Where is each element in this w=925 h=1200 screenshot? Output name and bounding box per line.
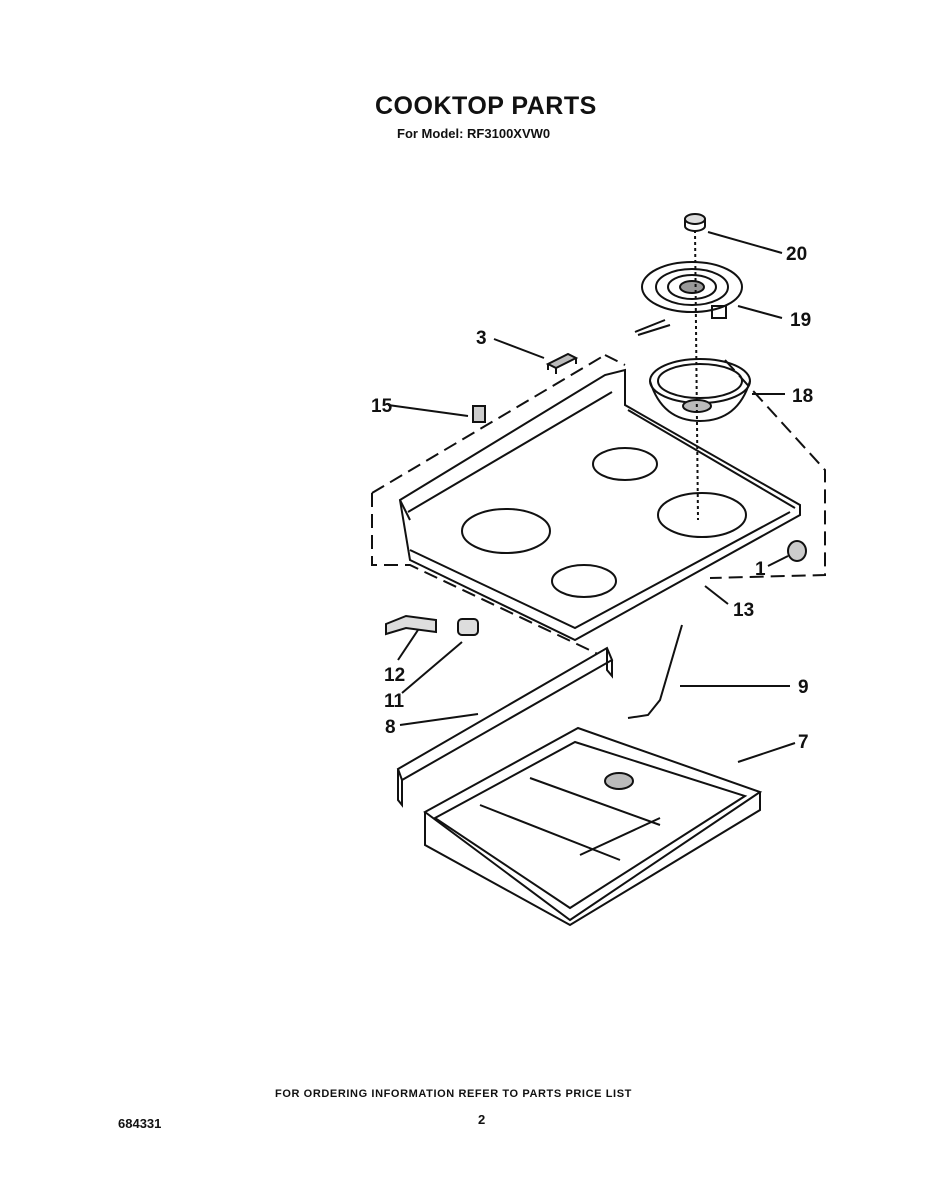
part-8-trim-strip bbox=[396, 646, 614, 808]
callout-9: 9 bbox=[798, 677, 809, 698]
callout-19: 19 bbox=[790, 310, 811, 331]
callout-13: 13 bbox=[733, 600, 754, 621]
part-7-drip-tray bbox=[423, 726, 763, 927]
page-title: COOKTOP PARTS bbox=[375, 92, 597, 120]
leader-lines bbox=[387, 229, 796, 763]
part-18-drip-bowl bbox=[649, 358, 751, 423]
callout-20: 20 bbox=[786, 244, 807, 265]
ordering-note: FOR ORDERING INFORMATION REFER TO PARTS … bbox=[275, 1088, 632, 1100]
callout-8: 8 bbox=[385, 717, 396, 738]
callout-12: 12 bbox=[384, 665, 405, 686]
part-1-sensor bbox=[787, 540, 807, 562]
callout-labels: 20 19 3 18 15 1 13 12 11 9 8 7 bbox=[371, 244, 813, 753]
callout-7: 7 bbox=[798, 732, 809, 753]
callout-18: 18 bbox=[792, 386, 813, 407]
callout-11: 11 bbox=[384, 691, 405, 712]
part-9-wire bbox=[627, 624, 683, 719]
callout-15: 15 bbox=[371, 396, 393, 417]
part-20-knob-cap bbox=[684, 213, 706, 232]
callout-1: 1 bbox=[755, 559, 766, 580]
part-12-hinge-bracket bbox=[385, 614, 437, 636]
model-line: For Model: RF3100XVW0 bbox=[397, 126, 551, 141]
part-15-bracket bbox=[472, 405, 486, 423]
callout-3: 3 bbox=[476, 328, 487, 349]
part-11-bumper bbox=[457, 618, 479, 636]
assembly-dashed-outline bbox=[371, 354, 826, 656]
part-3-clip bbox=[545, 352, 579, 374]
part-13-cooktop bbox=[398, 368, 801, 642]
part-19-surface-element bbox=[634, 261, 743, 336]
page-number: 2 bbox=[478, 1112, 486, 1127]
document-number: 684331 bbox=[118, 1116, 162, 1131]
